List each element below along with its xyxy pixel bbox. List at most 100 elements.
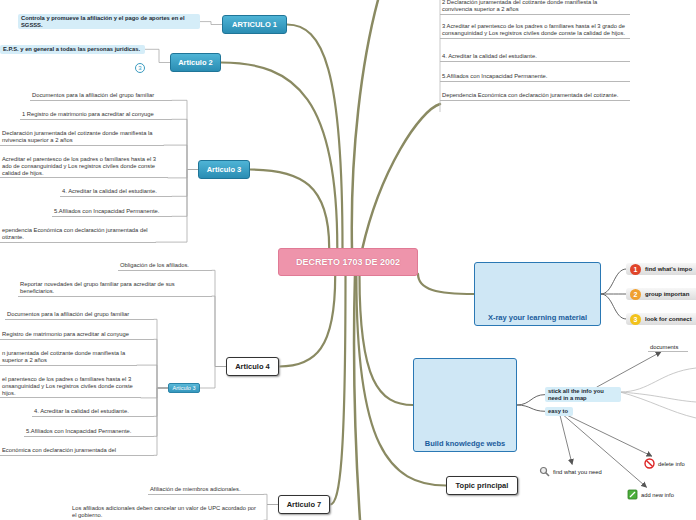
node-text: Acreditar el parentesco de los padres o … (2, 156, 166, 176)
leaf-topic: 4. Acreditar la calidad del estudiante. (440, 53, 630, 62)
node-text: Build knowledge webs (416, 439, 514, 448)
leaf-topic: 5.Afiliados con Incapacidad Permanente. (52, 208, 172, 217)
connector (360, 276, 414, 405)
node-text: 3 Acreditar el parentesco de los padres … (442, 23, 628, 37)
node-text: X-ray your learning material (477, 313, 598, 322)
node-text: Afiliación de miembros adicionales. (150, 486, 262, 493)
icon (539, 466, 550, 477)
subtopic-box: easy to (545, 407, 573, 416)
node-text: easy to (548, 408, 570, 415)
node-text: Topic principal (450, 481, 514, 490)
topic-box: Articulo 7 (278, 495, 330, 514)
connector (564, 416, 646, 487)
node-text: Obligación de los afiliados. (120, 262, 210, 269)
connector (156, 170, 198, 243)
node-text: 2 Declaración juramentada del cotizante … (442, 0, 628, 13)
leaf-topic: el parentesco de los padres o familiares… (0, 376, 141, 398)
node-text: Articulo 3 (171, 385, 197, 391)
connector (137, 365, 168, 388)
connector (597, 352, 661, 387)
callout-number: 3 (135, 63, 145, 73)
branch-offscreen (362, 104, 440, 250)
connector (568, 416, 652, 456)
image-topic: X-ray your learning material (474, 262, 601, 326)
node-text: find what's impo (645, 266, 694, 272)
topic-box: ARTICULO 1 (222, 15, 287, 34)
connector (601, 269, 626, 294)
node-text: 1 Registro de matrimonio para acreditar … (22, 111, 170, 118)
callout-number: 3 (630, 314, 641, 325)
node-text: Articulo 2 (174, 58, 217, 67)
leader-line (620, 368, 696, 392)
leaf-topic: ependencia Económica con declaración jur… (0, 227, 156, 243)
node-text: Articulo 3 (202, 165, 246, 174)
leaf-topic: Documentos para la afiliación del grupo … (5, 311, 154, 320)
connector (154, 388, 168, 455)
connector (172, 170, 198, 217)
callout-number: 1 (630, 264, 641, 275)
leaf-topic: 5.Afiliados con Incapacidad Permanente. (440, 73, 630, 82)
connector (172, 100, 198, 169)
leaf-topic: 1 Registro de matrimonio para acreditar … (20, 111, 172, 120)
icon-item: delete info (641, 456, 693, 471)
node-text: Articulo 7 (282, 500, 326, 509)
node-text: DECRETO 1703 DE 2002 (283, 257, 413, 267)
subtopic-box: stick all the info you need in a map (545, 387, 621, 402)
connector (264, 494, 278, 504)
connector (601, 294, 626, 319)
node-text: Registro de matrimonio para acreditar al… (2, 331, 152, 338)
connector (221, 63, 337, 249)
connector (200, 367, 226, 389)
node-text: stick all the info you need in a map (548, 388, 618, 401)
node-text: Económica con declaración juramentada de… (2, 447, 152, 454)
branch-offscreen (352, 0, 378, 250)
subtopic-box: Controla y promueve la afiliación y el p… (18, 14, 200, 29)
image-topic: Build knowledge webs (413, 358, 517, 452)
node-text: Dependencia Económica con declaración ju… (442, 92, 628, 99)
central-topic: DECRETO 1703 DE 2002 (278, 248, 418, 276)
connector (517, 395, 545, 405)
topic-box: Topic principal (446, 476, 518, 495)
node-text: Controla y promueve la afiliación y el p… (21, 15, 197, 28)
connector (212, 270, 226, 366)
node-text: Documentos para la afiliación del grupo … (32, 92, 170, 99)
leaf-topic: Declaración juramentada del cotizante do… (0, 130, 164, 146)
node-text: group importan (645, 291, 694, 297)
icon-item: find what you need (536, 464, 612, 479)
node-text: 5.Afiliados con Incapacidad Permanente. (54, 208, 170, 215)
connector (168, 170, 198, 178)
node-text: delete info (658, 461, 685, 467)
node-text: Declaración juramentada del cotizante do… (2, 130, 162, 144)
node-text: n juramentada del cotizante donde manifi… (2, 350, 135, 364)
connector (287, 25, 343, 249)
leaf-topic: 4. Acreditar la calidad del estudiante. (32, 408, 154, 417)
topic-box: Articulo 4 (226, 357, 279, 376)
callout-number: 2 (630, 289, 641, 300)
connector (330, 276, 346, 505)
leader-line (620, 392, 696, 418)
connector (264, 505, 278, 520)
leaf-topic: 5.Afiliados con Incapacidad Permanente. (24, 428, 154, 437)
leaf-topic: Los afiliados adicionales deben cancelar… (70, 505, 264, 520)
icon (644, 458, 655, 469)
subtopic-box: Articulo 3 (168, 383, 200, 393)
leaf-topic: 4. Acreditar la calidad del estudiante. (60, 188, 172, 197)
subtopic-box: E.P.S. y en general a todas las personas… (0, 45, 145, 54)
connector (154, 388, 168, 416)
connector (154, 339, 168, 388)
leaf-topic: Económica con declaración juramentada de… (0, 447, 154, 456)
leaf-topic: Reportar novedades del grupo familiar pa… (18, 281, 212, 297)
topic-box: Articulo 2 (170, 53, 221, 72)
node-text: 5.Afiliados con Incapacidad Permanente. (442, 73, 628, 80)
icon-item: add new info (624, 487, 686, 502)
node-text: find what you need (553, 469, 602, 475)
node-text: 4. Acreditar la calidad del estudiante. (442, 53, 628, 60)
connector (172, 170, 198, 197)
connector (279, 276, 335, 367)
connector (200, 22, 222, 25)
connector (164, 145, 198, 169)
node-text: documents (650, 344, 686, 350)
connector (250, 170, 329, 249)
node-text: 5.Afiliados con Incapacidad Permanente. (26, 428, 152, 435)
node-text: 4. Acreditar la calidad del estudiante. (62, 188, 170, 195)
